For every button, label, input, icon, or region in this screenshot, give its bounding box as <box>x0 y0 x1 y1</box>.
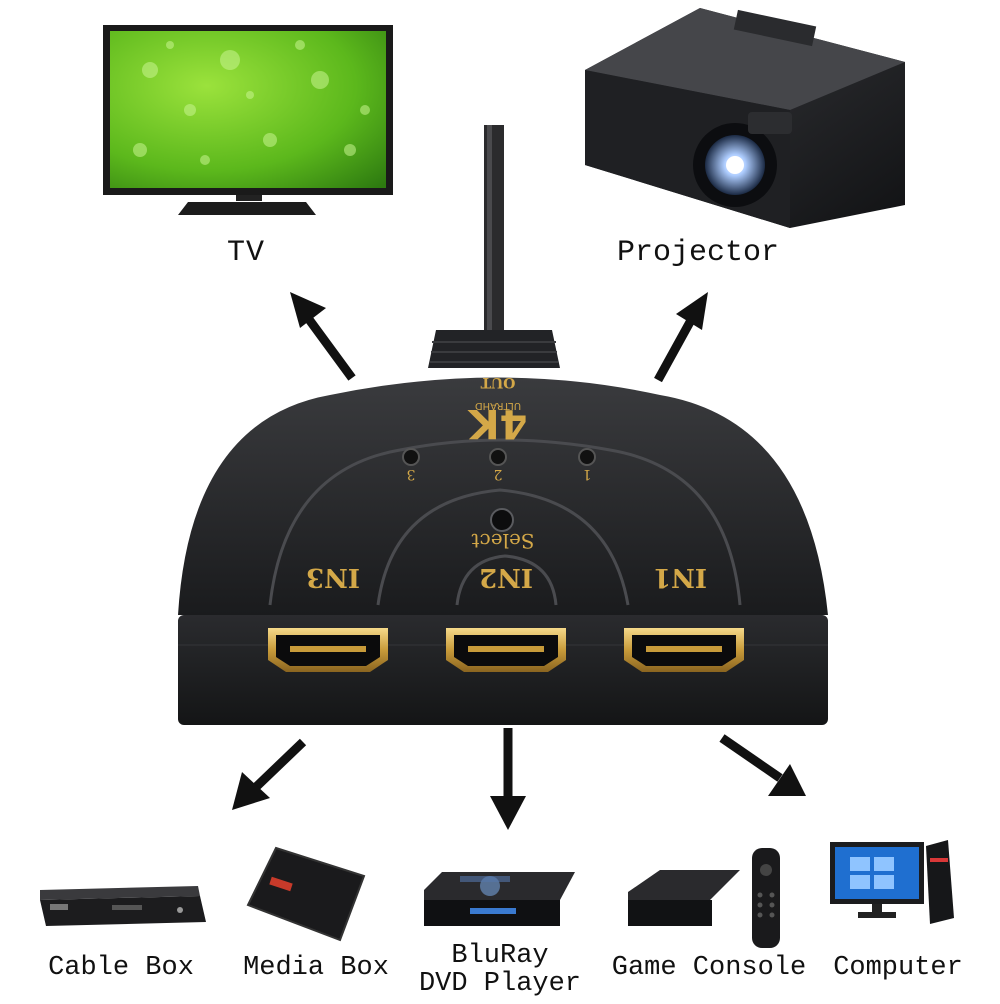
in3-label: IN3 <box>306 562 360 592</box>
in2-label: IN2 <box>479 562 533 592</box>
media-box-icon <box>246 846 366 942</box>
game-console-icon <box>628 848 780 948</box>
arrow-to-tv <box>290 292 356 381</box>
projector-icon <box>585 8 905 228</box>
brand-4k: 4K <box>467 400 528 446</box>
projector-label: Projector <box>617 236 779 270</box>
tv-label: TV <box>227 236 265 270</box>
brand-ultrahd: ULTRAHD <box>475 400 522 411</box>
computer-icon <box>830 840 954 924</box>
cable-box-icon <box>40 886 206 926</box>
led-2-label: 2 <box>494 466 503 482</box>
hdmi-switch <box>178 330 828 725</box>
arrow-to-computer <box>719 734 806 796</box>
hdmi-port-in2 <box>446 628 566 672</box>
bluray-player-icon <box>424 872 575 926</box>
led-1-label: 1 <box>583 466 592 482</box>
media-box-label: Media Box <box>243 953 389 983</box>
led-3-label: 3 <box>407 466 416 482</box>
game-console-label: Game Console <box>612 953 806 983</box>
arrow-to-bluray <box>490 728 526 830</box>
hdmi-port-in3 <box>268 628 388 672</box>
bluray-label-line2: DVD Player <box>419 969 581 999</box>
select-label: Select <box>471 529 534 553</box>
hdmi-port-in1 <box>624 628 744 672</box>
tv-icon <box>103 25 393 215</box>
in1-label: IN1 <box>653 562 707 592</box>
cable-box-label: Cable Box <box>48 953 194 983</box>
bluray-label-line1: BluRay <box>451 941 548 971</box>
arrow-to-cable-box <box>232 738 307 810</box>
arrow-to-projector <box>654 292 708 383</box>
computer-label: Computer <box>833 953 963 983</box>
out-label: OUT <box>480 374 515 390</box>
